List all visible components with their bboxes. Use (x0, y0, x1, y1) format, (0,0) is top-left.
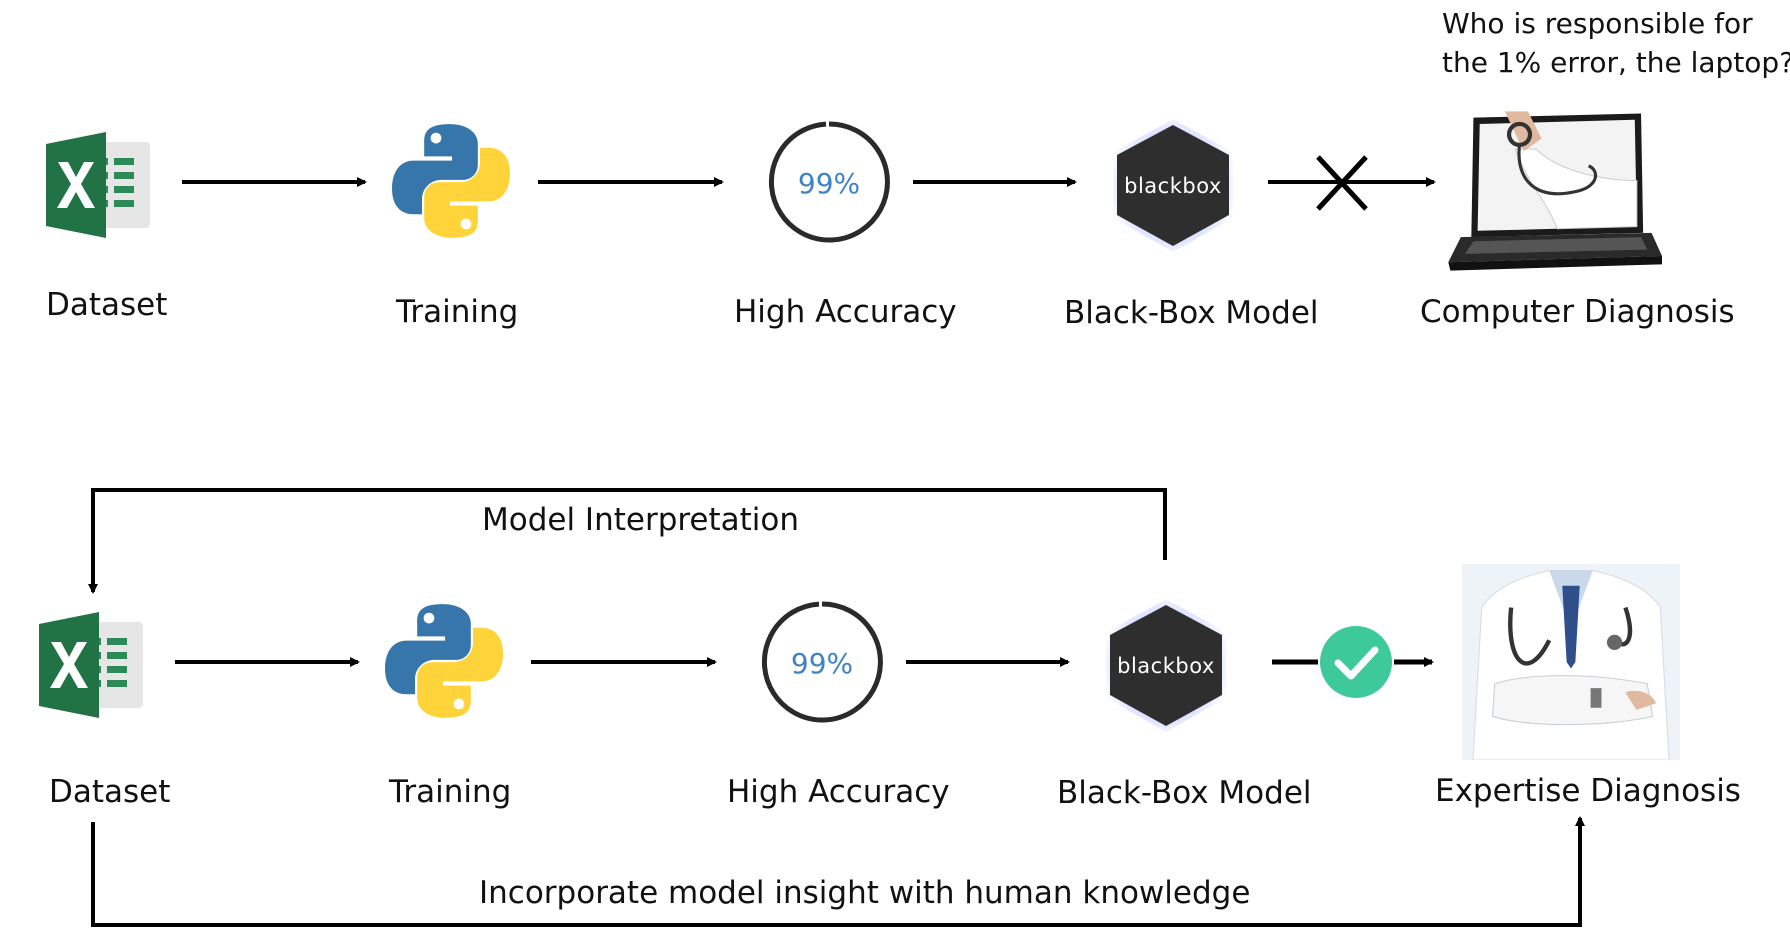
accuracy-value: 99% (798, 167, 860, 200)
cross-icon (1316, 155, 1368, 211)
label-training: Training (389, 774, 512, 810)
accuracy-value: 99% (791, 647, 853, 680)
excel-icon (46, 132, 150, 238)
python-icon (392, 124, 510, 238)
question-note: Who is responsible for the 1% error, the… (1442, 4, 1790, 82)
label-training: Training (396, 294, 519, 330)
loop-model-interpretation (88, 488, 1167, 594)
laptop-doctor-image (1442, 107, 1662, 275)
label-black-box-model: Black-Box Model (1057, 775, 1312, 811)
label-dataset: Dataset (46, 287, 168, 323)
label-expertise-diagnosis: Expertise Diagnosis (1435, 773, 1741, 809)
accuracy-ring-icon: 99% (761, 601, 883, 723)
blackbox-badge: blackbox (1117, 654, 1215, 678)
doctor-image (1462, 564, 1680, 760)
question-line-1: Who is responsible for (1442, 7, 1753, 40)
python-icon (385, 604, 503, 718)
blackbox-hexagon-icon: blackbox (1113, 119, 1233, 252)
excel-icon (39, 612, 143, 718)
blackbox-hexagon-icon: blackbox (1106, 599, 1226, 732)
loop-human-knowledge (91, 816, 1585, 927)
blackbox-badge: blackbox (1124, 174, 1222, 198)
label-high-accuracy: High Accuracy (734, 294, 957, 330)
question-line-2: the 1% error, the laptop? (1442, 46, 1790, 80)
label-high-accuracy: High Accuracy (727, 774, 950, 810)
label-model-interpretation: Model Interpretation (482, 502, 800, 538)
label-computer-diagnosis: Computer Diagnosis (1420, 294, 1735, 330)
label-human-knowledge: Incorporate model insight with human kno… (479, 875, 1251, 911)
accuracy-ring-icon: 99% (768, 121, 890, 243)
label-black-box-model: Black-Box Model (1064, 295, 1319, 331)
label-dataset: Dataset (49, 774, 171, 810)
check-icon (1320, 626, 1392, 698)
